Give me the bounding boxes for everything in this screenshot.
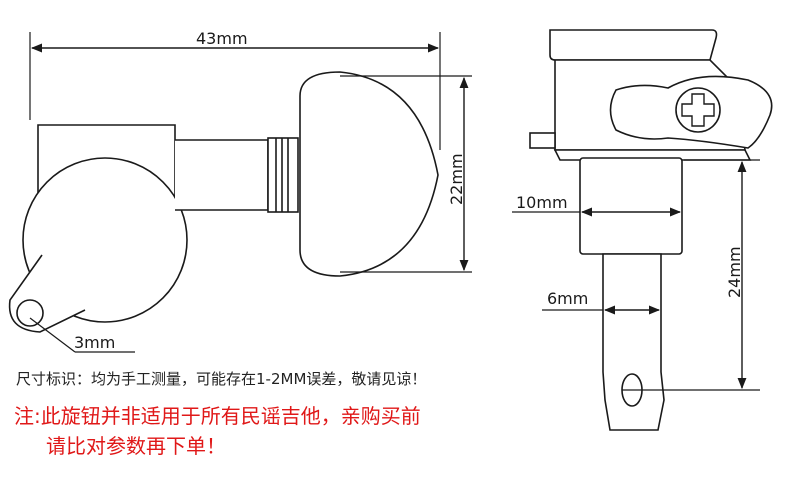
dim-22mm-label: 22mm [447, 153, 466, 205]
gear-housing-circle [22, 157, 188, 323]
dim-10mm-label: 10mm [516, 193, 568, 212]
top-cap [549, 29, 718, 61]
bushing [579, 157, 683, 255]
tuner-button [299, 71, 439, 277]
tuner-side-view [8, 71, 439, 333]
warning-line-1: 注:此旋钮并非适用于所有民谣吉他，亲购买前 [14, 404, 421, 428]
tuner-shaft [175, 139, 269, 211]
side-tab [529, 132, 556, 149]
shaft-collar [267, 137, 299, 213]
dim-3mm: 3mm [29, 317, 135, 353]
tuner-front-view [529, 29, 773, 431]
dim-43mm: 43mm [29, 29, 441, 150]
dim-43mm-label: 43mm [196, 29, 248, 48]
dim-22mm: 22mm [340, 75, 472, 273]
dim-24mm-label: 24mm [725, 246, 744, 298]
warning-line-2: 请比对参数再下单！ [46, 434, 226, 458]
dim-3mm-label: 3mm [74, 333, 115, 352]
tolerance-note: 尺寸标识：均为手工测量，可能存在1-2MM误差，敬请见谅！ [16, 370, 427, 388]
screw-cross-icon [681, 93, 715, 127]
dim-6mm: 6mm [542, 289, 661, 315]
dim-6mm-label: 6mm [547, 289, 588, 308]
tuner-post [602, 253, 665, 431]
mounting-hole [16, 299, 44, 327]
dim-24mm: 24mm [642, 159, 760, 391]
dim-10mm: 10mm [512, 193, 682, 217]
